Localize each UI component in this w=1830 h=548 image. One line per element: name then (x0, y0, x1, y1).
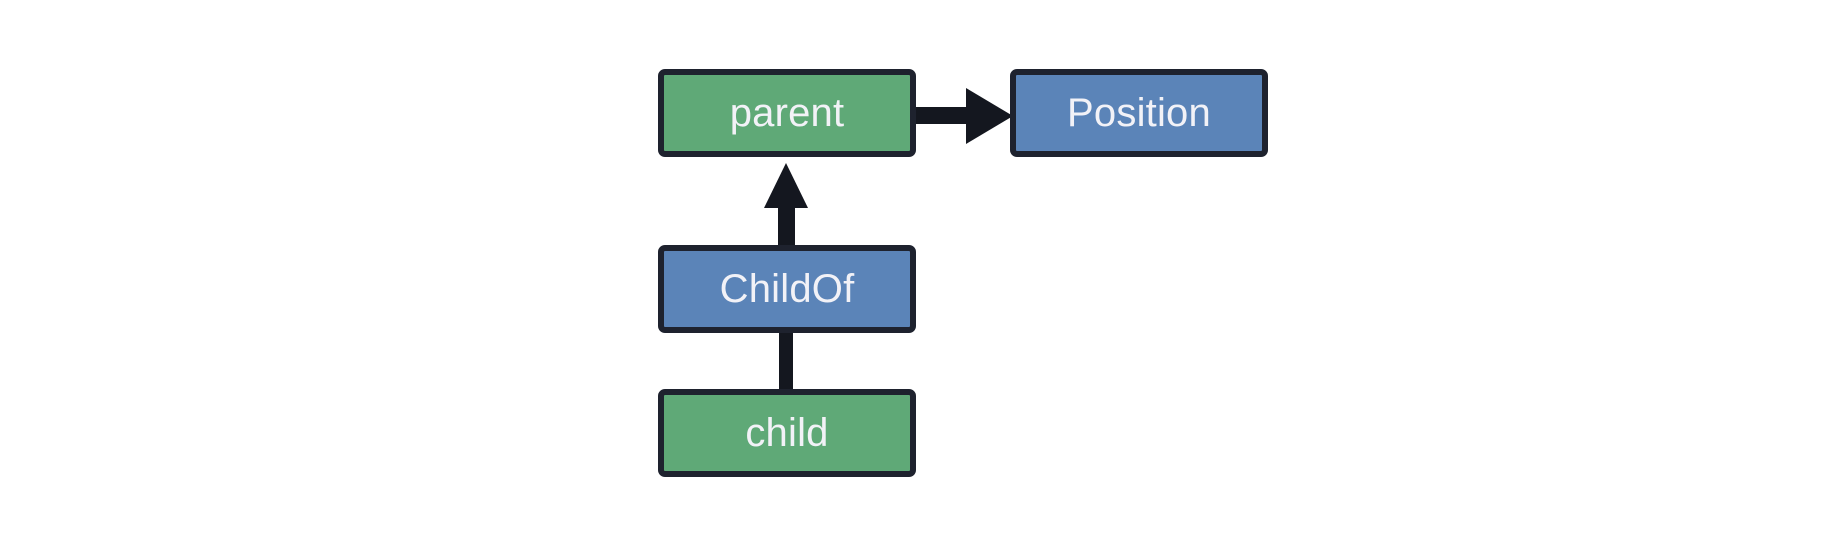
node-childof-label: ChildOf (719, 267, 855, 311)
node-child[interactable]: child (658, 389, 916, 477)
node-child-label: child (745, 411, 829, 455)
node-position-label: Position (1067, 91, 1211, 135)
node-parent[interactable]: parent (658, 69, 916, 157)
edge-parent-to-position (914, 88, 1013, 144)
node-position[interactable]: Position (1010, 69, 1268, 157)
edge-childof-to-parent (764, 163, 808, 246)
node-parent-label: parent (729, 91, 845, 135)
node-childof[interactable]: ChildOf (658, 245, 916, 333)
edge-child-to-childof (779, 332, 793, 392)
